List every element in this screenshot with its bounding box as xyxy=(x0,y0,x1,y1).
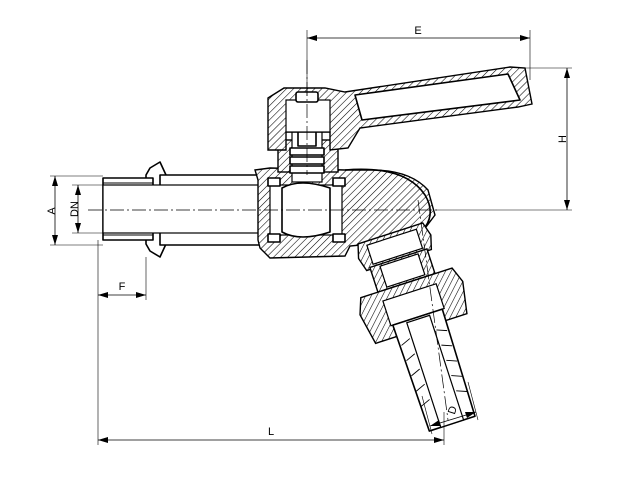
dim-label-h: H xyxy=(557,135,569,143)
outlet-connector xyxy=(357,222,476,432)
dim-label-l: L xyxy=(268,426,274,438)
dim-label-e: E xyxy=(414,25,421,37)
lever-handle xyxy=(267,66,533,151)
center-lines xyxy=(88,60,449,421)
dim-label-a: A xyxy=(46,207,58,215)
dimension-lines xyxy=(50,30,572,445)
dim-label-f: F xyxy=(119,281,126,293)
inlet-pipe xyxy=(102,161,264,258)
dim-label-d: D xyxy=(446,405,460,416)
dim-label-dn: DN xyxy=(69,201,81,217)
